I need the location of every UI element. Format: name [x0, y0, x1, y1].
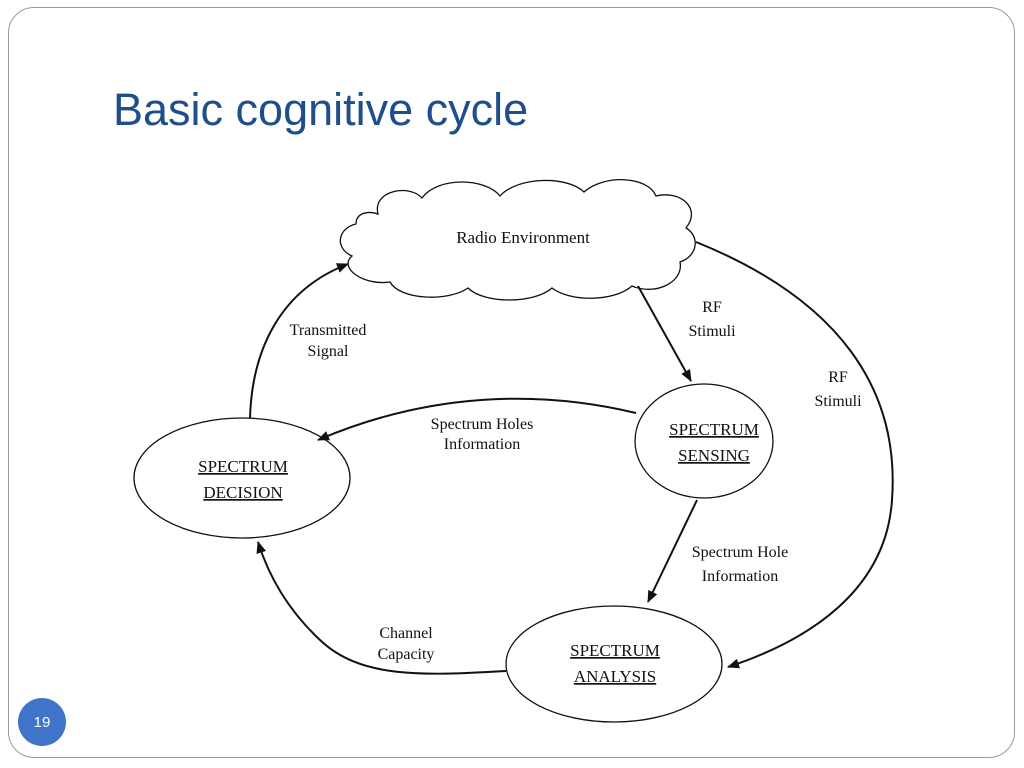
slide-title: Basic cognitive cycle: [113, 84, 529, 135]
spectrum-hole-info-line1: Spectrum Hole: [692, 544, 788, 561]
slide-frame: [8, 7, 1015, 758]
spectrum-analysis-label-line2: ANALYSIS: [574, 667, 656, 686]
edge-rf-stimuli-to-sensing: RF Stimuli: [637, 285, 736, 382]
spectrum-analysis-label-line1: SPECTRUM: [570, 641, 660, 660]
arrow-analysis-to-decision: [256, 541, 507, 675]
spectrum-analysis-node: SPECTRUM ANALYSIS: [505, 605, 723, 723]
spectrum-decision-label-line1: SPECTRUM: [198, 457, 288, 476]
arrow-decision-to-env: [249, 263, 349, 419]
spectrum-hole-info-line2: Information: [702, 568, 778, 585]
spectrum-sensing-label-line2: SENSING: [678, 446, 750, 465]
rf-stimuli-analysis-line2: Stimuli: [814, 393, 862, 410]
arrow-sensing-to-decision: [317, 397, 637, 441]
transmitted-signal-line1: Transmitted: [290, 322, 367, 339]
edge-spectrum-hole-information: Spectrum Hole Information: [647, 499, 788, 603]
arrow-env-to-sensing: [637, 285, 692, 382]
page-number-badge: 19: [18, 698, 66, 746]
arrow-sensing-to-analysis: [647, 499, 698, 603]
edge-rf-stimuli-to-analysis: RF Stimuli: [695, 241, 894, 669]
spectrum-sensing-ellipse: [634, 383, 774, 499]
spectrum-decision-node: SPECTRUM DECISION: [133, 417, 351, 539]
transmitted-signal-line2: Signal: [308, 343, 349, 360]
spectrum-holes-info-line1: Spectrum Holes: [431, 416, 534, 433]
rf-stimuli-sensing-line2: Stimuli: [688, 323, 736, 340]
spectrum-sensing-label-line1: SPECTRUM: [669, 420, 759, 439]
cloud-shape: [339, 179, 696, 301]
spectrum-sensing-node: SPECTRUM SENSING: [634, 383, 774, 499]
rf-stimuli-analysis-line1: RF: [828, 369, 848, 386]
spectrum-decision-ellipse: [133, 417, 351, 539]
edge-channel-capacity: Channel Capacity: [256, 541, 507, 675]
rf-stimuli-sensing-line1: RF: [702, 299, 722, 316]
spectrum-holes-info-line2: Information: [444, 436, 520, 453]
arrow-env-to-analysis: [695, 241, 894, 669]
edge-transmitted-signal: Transmitted Signal: [249, 263, 367, 419]
spectrum-decision-label-line2: DECISION: [203, 483, 282, 502]
edge-spectrum-holes-information: Spectrum Holes Information: [317, 397, 637, 453]
radio-environment-label: Radio Environment: [456, 228, 590, 247]
channel-capacity-line1: Channel: [379, 625, 433, 642]
channel-capacity-line2: Capacity: [378, 646, 435, 663]
radio-environment-node: Radio Environment: [339, 179, 696, 301]
spectrum-analysis-ellipse: [505, 605, 723, 723]
